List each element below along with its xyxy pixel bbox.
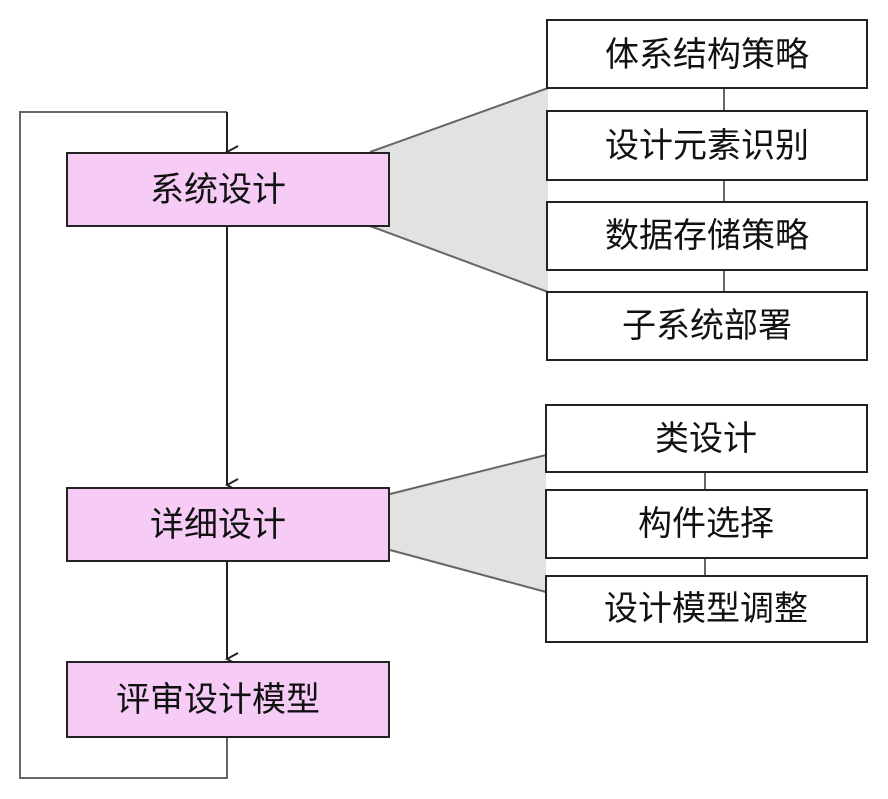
stage-review-label: 评审设计模型 (116, 680, 320, 720)
task-label: 子系统部署 (622, 306, 792, 346)
task-data-storage-strategy: 数据存储策略 (546, 201, 868, 271)
feedback-loop-line (19, 111, 228, 779)
stage-system-design-label: 系统设计 (150, 170, 286, 210)
task-component-selection: 构件选择 (545, 489, 868, 559)
system-design-fan (370, 88, 548, 292)
stage-detail-design: 详细设计 (66, 487, 390, 562)
task-label: 构件选择 (638, 504, 774, 544)
task-subsystem-deployment: 子系统部署 (546, 291, 868, 361)
task-label: 体系结构策略 (605, 35, 809, 75)
detail-fan-bottom-edge (389, 549, 547, 593)
stage-review-design-model: 评审设计模型 (66, 661, 390, 738)
task-design-element-identification: 设计元素识别 (546, 110, 868, 181)
fan-top-edge (369, 87, 549, 153)
stage-detail-design-label: 详细设计 (150, 505, 286, 545)
task-design-model-adjustment: 设计模型调整 (545, 575, 868, 643)
task-label: 设计模型调整 (604, 589, 808, 629)
task-class-design: 类设计 (545, 404, 868, 473)
task-label: 数据存储策略 (605, 216, 809, 256)
detail-fan-top-edge (389, 454, 547, 495)
fan-bottom-edge (369, 225, 549, 293)
task-label: 类设计 (655, 419, 757, 459)
task-label: 设计元素识别 (605, 126, 809, 166)
detail-design-fan (390, 455, 546, 592)
task-architecture-strategy: 体系结构策略 (546, 19, 868, 89)
stage-system-design: 系统设计 (66, 152, 390, 227)
